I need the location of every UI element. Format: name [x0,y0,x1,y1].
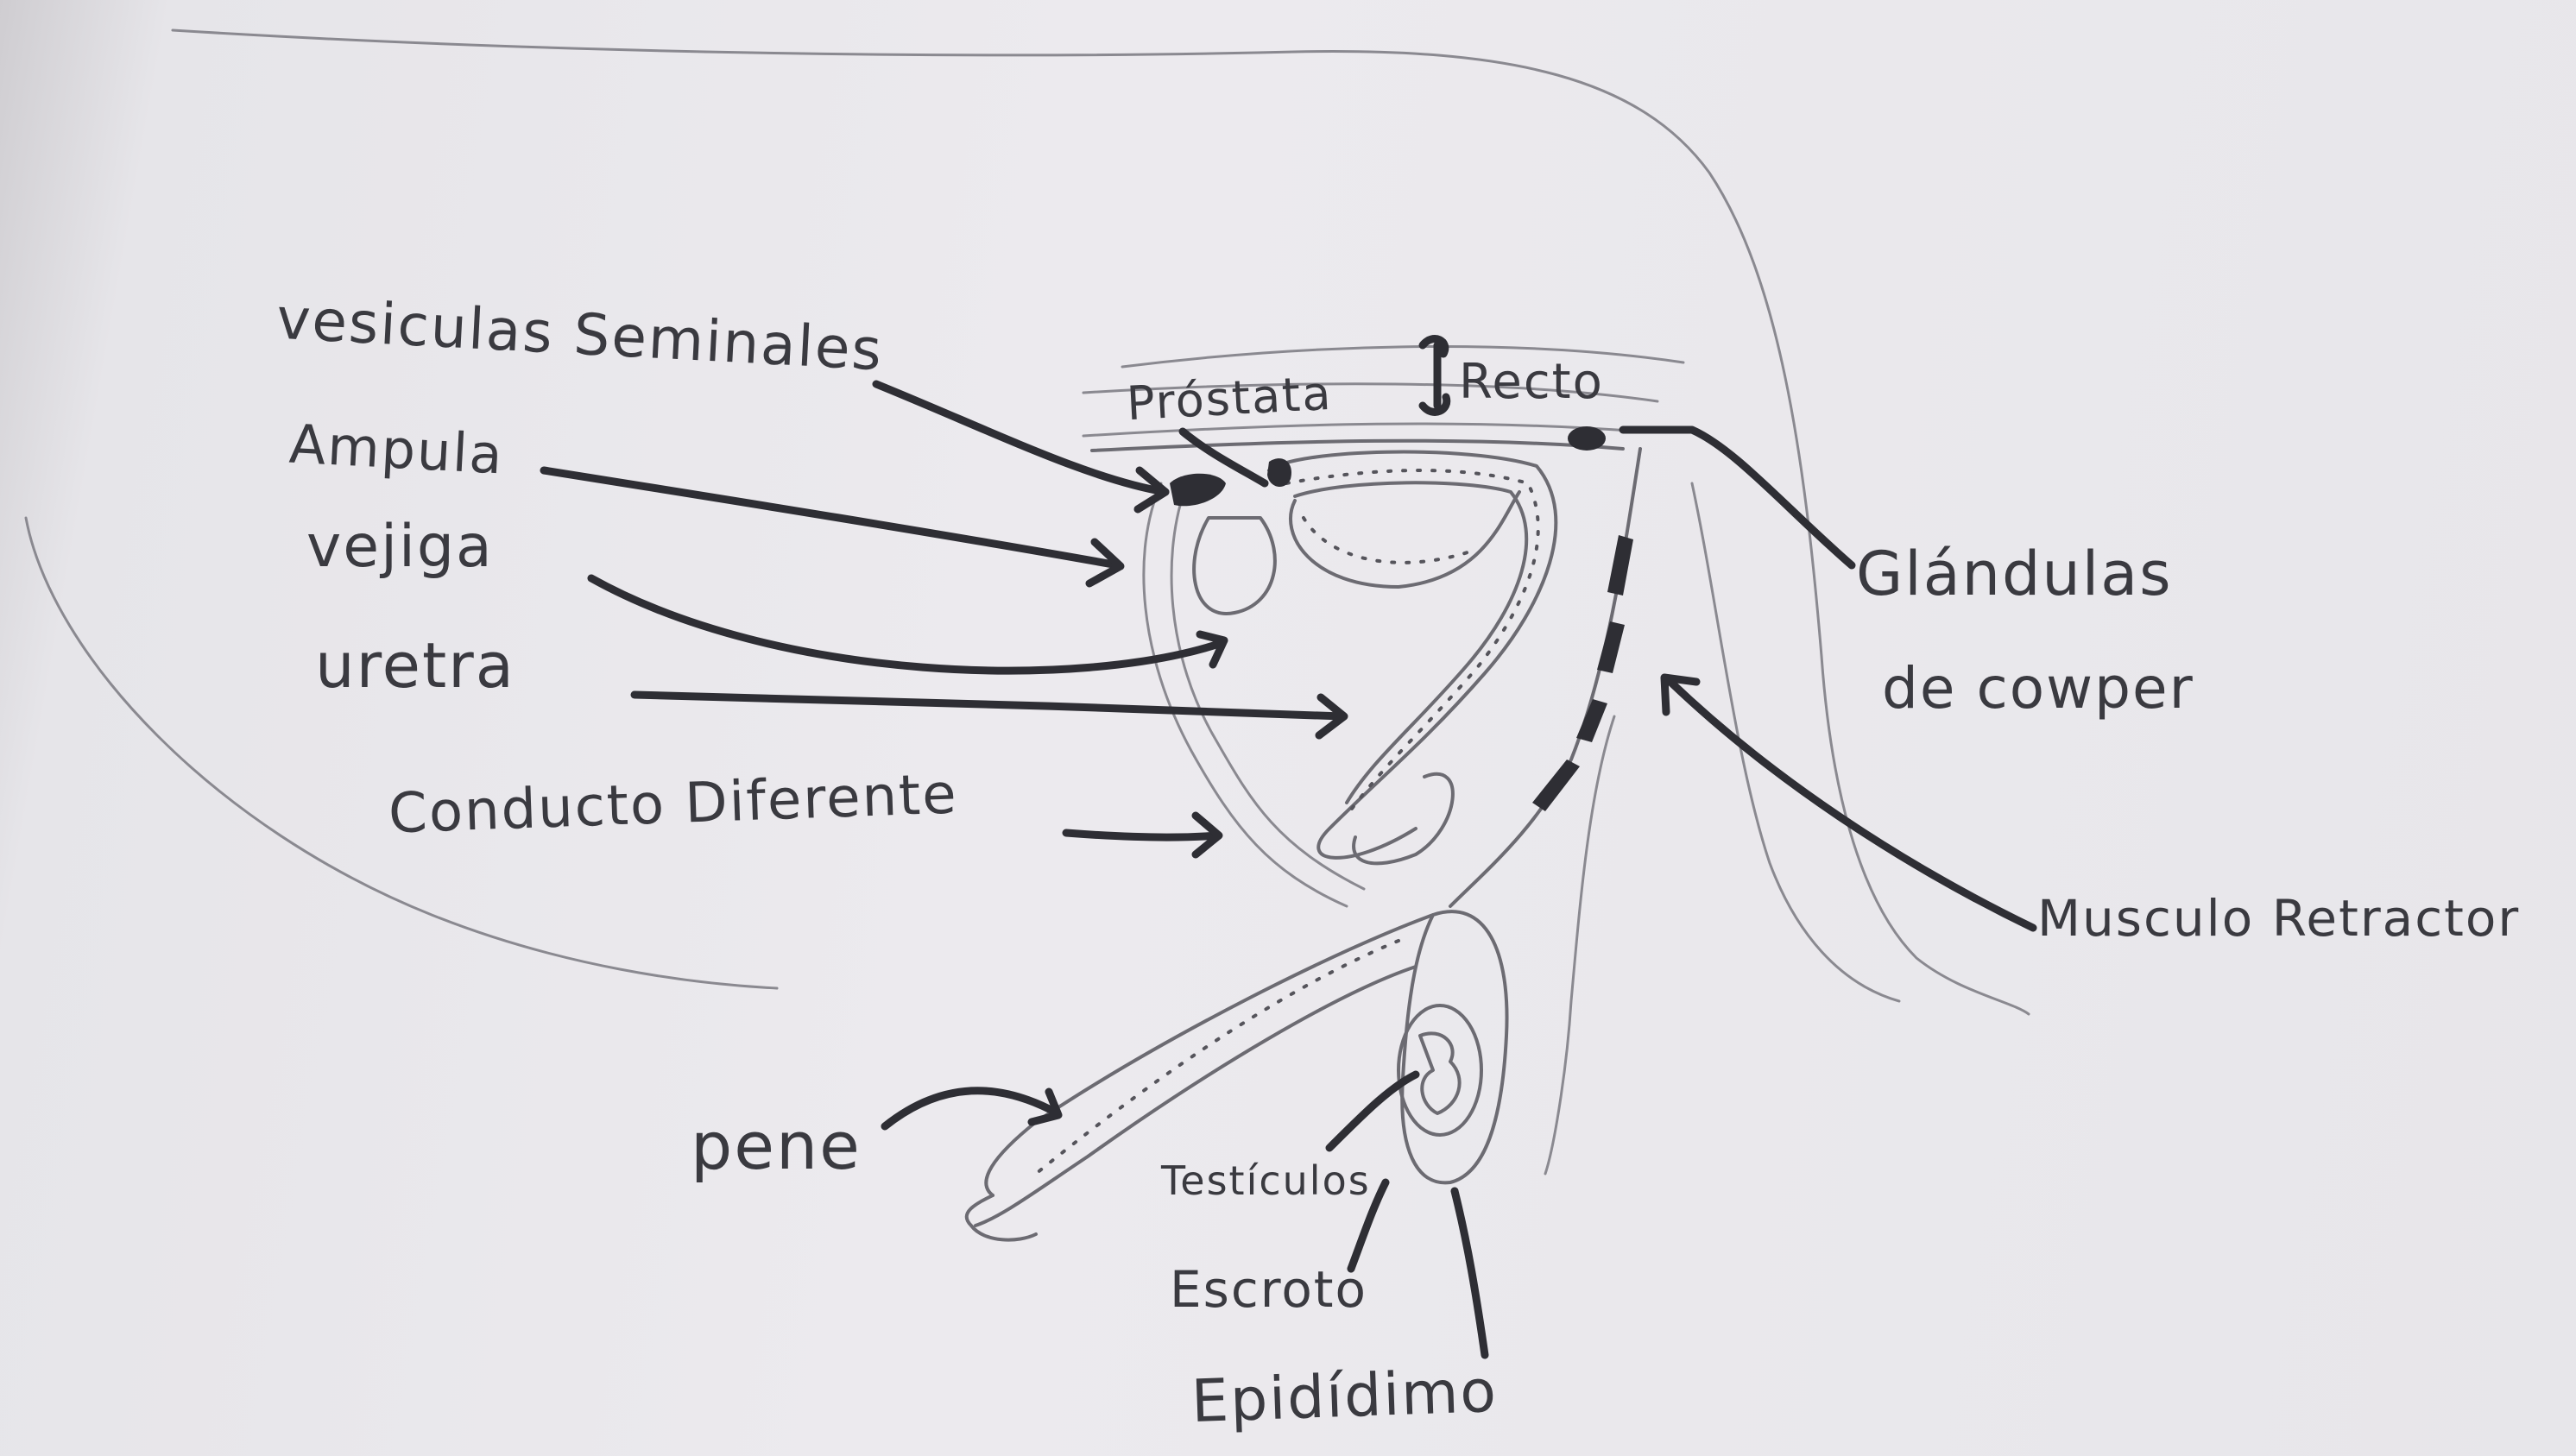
label-uretra: uretra [315,634,515,696]
testis-detail [1420,1033,1460,1113]
label-glandulas: Glándulas [1856,544,2173,604]
vas-deferens-outer [1269,452,1556,858]
label-recto: Recto [1459,358,1604,407]
scrotum-outline [1402,911,1506,1182]
arrow-vejiga [591,578,1222,671]
belly-outline [26,518,777,988]
label-prostata: Próstata [1126,370,1334,427]
penis-upper [986,915,1433,1195]
vas-deferens-inner [1295,482,1526,803]
label-ampula: Ampula [288,418,506,482]
label-epididimo: Epidídimo [1190,1363,1499,1432]
arrow-uretra [635,695,1342,716]
label-testiculos: Testículos [1161,1161,1371,1201]
arrow-ampula [544,470,1118,565]
label-de-cowper: de cowper [1882,660,2194,717]
arrow-vesiculas [876,384,1165,492]
line-epididimo [1455,1191,1485,1355]
label-pene: pene [691,1113,862,1179]
urethra-line-2 [1171,483,1364,889]
penis-core-dots [1036,941,1398,1174]
seminal-vesicle-blob [1267,458,1291,487]
testis-shape [1398,1005,1481,1135]
label-escroto: Escroto [1170,1264,1367,1314]
arrow-glandulas [1623,430,1852,565]
urethra-line-1 [1144,483,1347,906]
ampulla-dots [1304,518,1468,563]
prostate-blob [1170,474,1226,507]
label-vejiga: vejiga [306,518,494,577]
bladder-shape [1194,518,1275,614]
cowper-gland [1568,426,1606,451]
rectum-line-4 [1092,441,1623,451]
penis-tip [967,1195,1036,1240]
label-musculo-retractor: Musculo Retractor [2037,893,2520,943]
arrow-conducto [1066,833,1217,837]
retractor-band-dark [1532,535,1633,811]
